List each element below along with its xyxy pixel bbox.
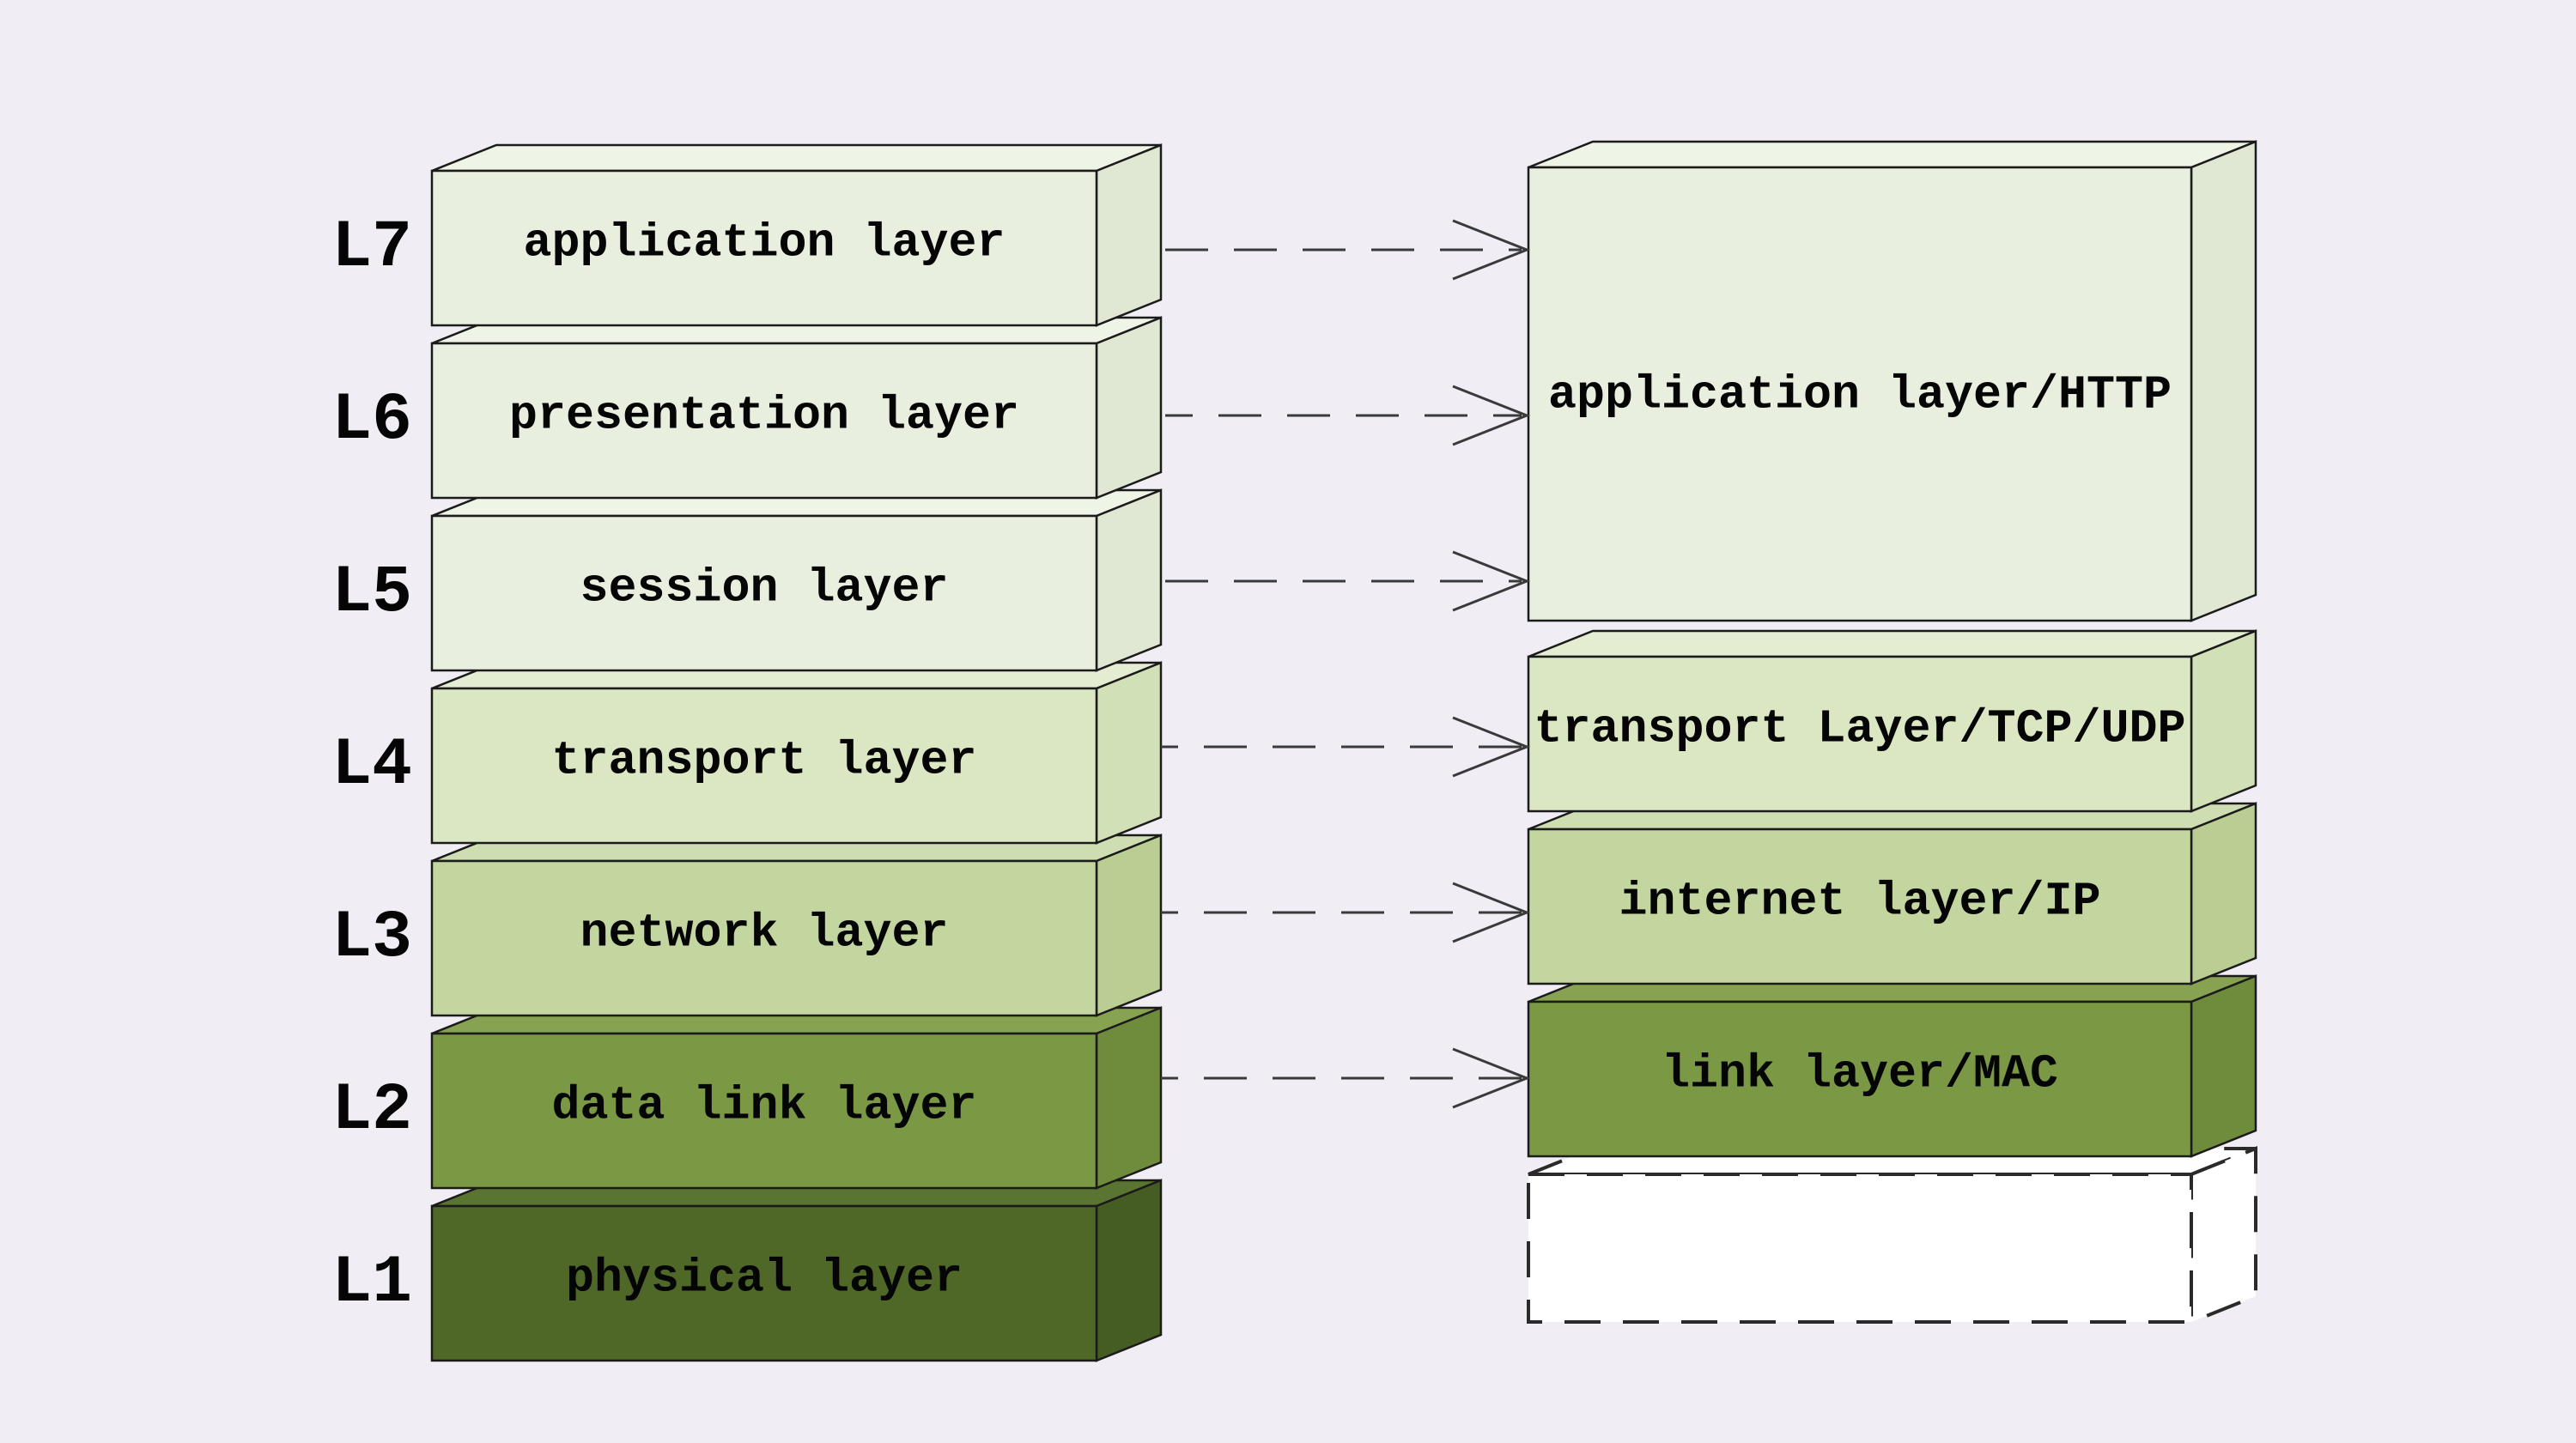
row-label-l4: L4 xyxy=(331,728,412,803)
box-side-face xyxy=(1095,661,1163,845)
row-label-l1: L1 xyxy=(331,1246,412,1321)
arrow-l5-to-application xyxy=(1165,550,1531,612)
row-label-l2: L2 xyxy=(331,1073,412,1149)
arrow-l6-to-application xyxy=(1165,385,1531,446)
osi-layer-name: physical layer xyxy=(566,1252,963,1306)
arrow-l2-to-link xyxy=(1161,1047,1531,1109)
box-side-face xyxy=(1095,316,1163,500)
box-front-face xyxy=(1527,166,2193,622)
arrow-head xyxy=(1452,385,1531,446)
tcpip-box-internet: internet layer/IP xyxy=(1527,802,2257,985)
box-side-face xyxy=(1095,834,1163,1017)
osi-layer-name: data link layer xyxy=(551,1079,976,1133)
osi-box-l4: transport layer xyxy=(430,661,1163,845)
row-label-l6: L6 xyxy=(331,383,412,458)
osi-box-l6: presentation layer xyxy=(430,316,1163,500)
box-front-face xyxy=(430,514,1098,672)
box-front-face xyxy=(1527,828,2193,985)
tcpip-layer-name: application layer/HTTP xyxy=(1548,368,2172,422)
tcpip-box-link: link layer/MAC xyxy=(1527,974,2257,1158)
row-label-l5: L5 xyxy=(331,555,412,631)
box-side-face xyxy=(1095,488,1163,672)
osi-layer-name: application layer xyxy=(523,216,1005,270)
arrow-head xyxy=(1452,1047,1531,1109)
box-front-face xyxy=(430,169,1098,327)
osi-row-labels: L7 L6 L5 L4 L3 L2 L1 xyxy=(331,210,412,1321)
box-front-face xyxy=(1527,1000,2193,1158)
tcpip-layer-name: transport Layer/TCP/UDP xyxy=(1534,702,2185,756)
row-label-l7: L7 xyxy=(331,210,412,286)
box-top-face xyxy=(1528,629,2257,658)
arrow-head xyxy=(1452,716,1531,778)
box-side-face xyxy=(2190,140,2257,622)
tcpip-box-application: application layer/HTTP xyxy=(1527,140,2257,622)
osi-box-l3: network layer xyxy=(430,834,1163,1017)
arrow-l4-to-transport xyxy=(1161,716,1531,778)
box-side-face xyxy=(1095,1006,1163,1190)
box-side-face xyxy=(2190,1146,2257,1325)
osi-box-l7: application layer xyxy=(430,143,1163,327)
box-side-face xyxy=(2190,802,2257,985)
osi-layer-name: presentation layer xyxy=(509,389,1019,443)
box-side-face xyxy=(1095,143,1163,327)
box-front-face xyxy=(430,859,1098,1017)
tcpip-layer-name: link layer/MAC xyxy=(1662,1047,2058,1101)
box-side-face xyxy=(2190,974,2257,1158)
box-front-face xyxy=(430,1032,1098,1190)
box-front-face xyxy=(430,687,1098,845)
mapping-arrows xyxy=(1161,219,1531,1109)
row-label-l3: L3 xyxy=(331,900,412,976)
box-front-face xyxy=(430,342,1098,500)
osi-layer-name: network layer xyxy=(580,906,948,961)
box-top-face xyxy=(1528,140,2257,169)
osi-box-l1: physical layer xyxy=(430,1179,1163,1362)
arrow-head xyxy=(1452,219,1531,281)
arrow-head xyxy=(1452,550,1531,612)
box-front-face xyxy=(430,1204,1098,1362)
osi-box-l5: session layer xyxy=(430,488,1163,672)
arrow-l3-to-internet xyxy=(1161,882,1531,943)
arrow-l7-to-application xyxy=(1165,219,1531,281)
box-front-face xyxy=(1527,655,2193,813)
box-side-face xyxy=(1095,1179,1163,1362)
osi-layer-name: session layer xyxy=(580,561,948,615)
box-side-face xyxy=(2190,629,2257,813)
arrow-head xyxy=(1452,882,1531,943)
osi-layer-name: transport layer xyxy=(551,734,976,788)
box-top-face xyxy=(431,143,1162,173)
osi-box-l2: data link layer xyxy=(430,1006,1163,1190)
tcpip-box-empty-dashed xyxy=(1527,1146,2257,1325)
tcpip-layer-name: internet layer/IP xyxy=(1619,875,2100,929)
box-front-face xyxy=(1527,1173,2193,1324)
tcpip-box-transport: transport Layer/TCP/UDP xyxy=(1527,629,2257,813)
